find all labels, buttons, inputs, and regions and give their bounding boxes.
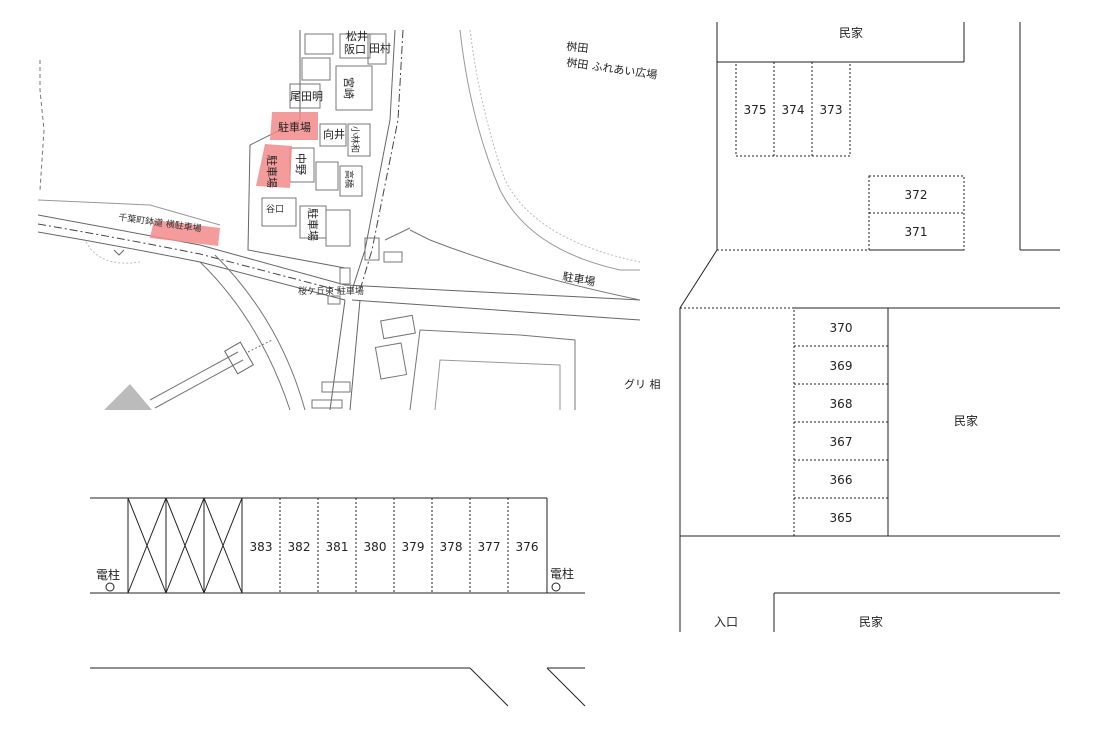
space-label: 370 (830, 321, 853, 335)
space-label: 373 (820, 103, 843, 117)
map-label-nakano: 中野 (294, 153, 307, 175)
pole-label-right: 電柱 (550, 566, 574, 581)
lot-bottom (90, 497, 586, 707)
space-label: 383 (250, 540, 273, 554)
bottom-space-labels: 383 382 381 380 379 378 377 376 (250, 540, 539, 554)
map-label-mukai: 向井 (323, 127, 345, 141)
lot-bottom-labels: 383 382 381 380 379 378 377 376 電柱 電柱 (96, 540, 574, 582)
space-label: 367 (830, 435, 853, 449)
utility-pole-left (105, 582, 115, 592)
map-label-parking-mid: 駐車場 (306, 208, 320, 241)
map-label-parking-a: 駐車場 (278, 120, 311, 134)
bottom-space-dividers (127, 498, 509, 593)
map-label-parking-right: 駐車場 (561, 269, 596, 289)
map-label-partial: グリ 相 (624, 377, 661, 391)
map-label-miyazaki: 宮崎 (342, 77, 356, 99)
map-label-sakaguchi: 阪口 (344, 42, 366, 56)
crossed-out-spaces (127, 497, 243, 594)
space-label: 374 (782, 103, 805, 117)
map-label-kobayashi: 小林和 (349, 126, 361, 153)
space-label: 375 (744, 103, 767, 117)
map-label-tamura: 田村 (369, 41, 391, 55)
map-label-matsui: 松井 (346, 29, 368, 43)
bottom-house-label: 民家 (859, 614, 883, 629)
map-label-plaza-1: 桝田 (566, 39, 589, 55)
lot-right (679, 22, 1060, 632)
entrance-label: 入口 (714, 615, 738, 629)
space-label: 381 (326, 540, 349, 554)
unavailable-space-cross (127, 497, 167, 594)
map-labels: 桝田 桝田 ふれあい広場 駐車場 駐車場 駐車場 駐車場 千葉町鉢道 横駐車場 … (118, 29, 661, 391)
space-label: 371 (905, 225, 928, 239)
location-map: 桝田 桝田 ふれあい広場 駐車場 駐車場 駐車場 駐車場 千葉町鉢道 横駐車場 … (38, 29, 661, 410)
space-label: 377 (478, 540, 501, 554)
space-label: 368 (830, 397, 853, 411)
unavailable-space-cross (165, 497, 205, 594)
target-parking-highlight (256, 144, 292, 188)
space-label: 372 (905, 188, 928, 202)
map-label-sakuragaoka: 桜ケ丘東 駐車場 (298, 285, 364, 297)
pole-label-left: 電柱 (96, 567, 120, 582)
map-label-taniguchi: 谷口 (266, 204, 284, 215)
lot-right-labels: 民家 375 374 373 372 371 370 369 368 367 3… (714, 25, 978, 629)
middle-house-label: 民家 (954, 413, 978, 428)
map-label-takahashi: 高橋 (343, 170, 355, 188)
space-label: 382 (288, 540, 311, 554)
map-label-odagiri: 尾田明 (290, 90, 323, 103)
space-label: 380 (364, 540, 387, 554)
space-label: 379 (402, 540, 425, 554)
utility-pole-right (551, 582, 561, 592)
target-parking-highlight (270, 112, 318, 140)
map-label-parking-b: 駐車場 (265, 155, 279, 188)
space-label: 378 (440, 540, 463, 554)
space-label: 366 (830, 473, 853, 487)
space-label: 365 (830, 511, 853, 525)
map-label-plaza: 桝田 ふれあい広場 (566, 55, 659, 82)
space-label: 369 (830, 359, 853, 373)
unavailable-space-cross (203, 497, 243, 594)
target-parking-highlight (150, 220, 220, 246)
space-label: 376 (516, 540, 539, 554)
top-house-label: 民家 (839, 25, 863, 40)
